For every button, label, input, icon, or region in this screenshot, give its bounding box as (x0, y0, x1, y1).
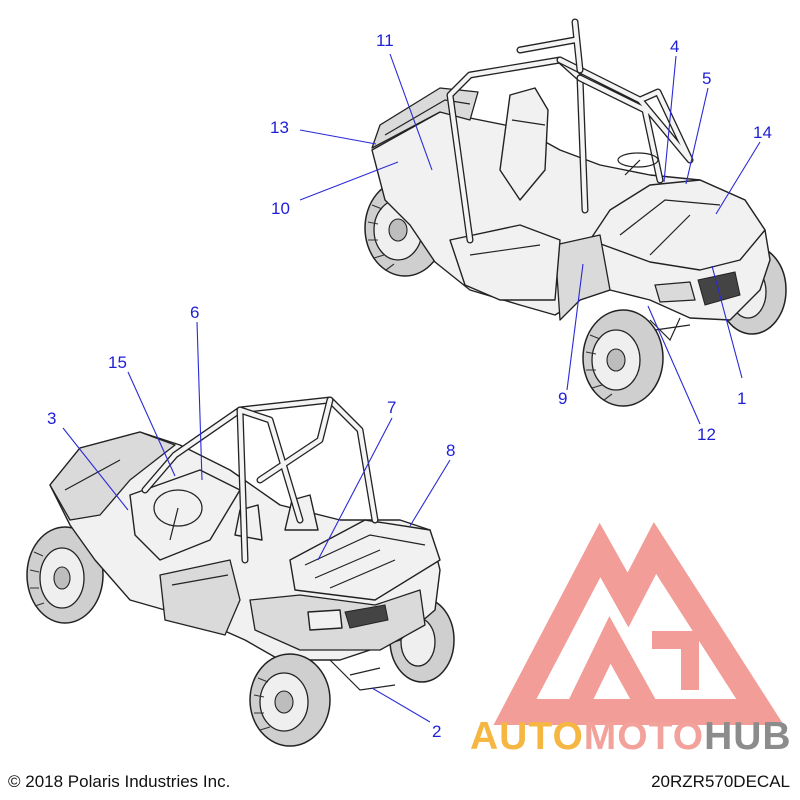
wheel-rear-near (249, 653, 331, 747)
leader-13 (299, 129, 377, 145)
callout-10: 10 (271, 199, 290, 218)
wheel-front-left (26, 526, 104, 624)
vehicle-view-front-right (364, 18, 787, 407)
callout-3: 3 (47, 409, 56, 428)
watermark-moto: MOTO (584, 715, 704, 758)
callout-2: 2 (432, 722, 441, 741)
callout-7: 7 (387, 398, 396, 417)
wheel-front-near (582, 309, 664, 407)
leader-12 (647, 305, 701, 425)
callout-5: 5 (702, 69, 711, 88)
copyright-notice: © 2018 Polaris Industries Inc. (8, 772, 231, 791)
leader-8 (409, 459, 451, 527)
callout-12: 12 (697, 425, 716, 444)
leader-2 (371, 687, 431, 723)
cargo-bed (289, 519, 441, 601)
front-grille (697, 271, 741, 306)
vehicle-view-rear-right (26, 396, 455, 747)
leader-11 (389, 53, 433, 171)
callout-4: 4 (670, 37, 679, 56)
watermark-text: AUTOMOTOHUB (470, 715, 792, 758)
drawing-id: 20RZR570DECAL (651, 772, 790, 791)
leader-1 (711, 265, 743, 379)
watermark-hub: HUB (704, 715, 792, 758)
leader-lines (62, 53, 761, 723)
leader-5 (685, 87, 709, 185)
leader-14 (715, 141, 761, 215)
callout-15: 15 (108, 353, 127, 372)
callout-11: 11 (376, 31, 394, 50)
leader-6 (196, 321, 203, 481)
watermark-auto: AUTO (470, 715, 584, 758)
callout-13: 13 (270, 118, 289, 137)
leader-15 (127, 371, 176, 477)
automotohub-watermark-logo (493, 522, 784, 725)
callout-9: 9 (558, 389, 567, 408)
callout-8: 8 (446, 441, 455, 460)
callout-14: 14 (753, 123, 772, 142)
leader-7 (317, 417, 393, 561)
callout-6: 6 (190, 303, 199, 322)
leader-10 (299, 161, 399, 201)
callout-labels: 1 2 3 4 5 6 7 8 9 10 11 12 13 14 15 (47, 31, 772, 741)
callout-1: 1 (737, 389, 746, 408)
leader-9 (566, 263, 584, 391)
leader-4 (663, 55, 677, 183)
leader-3 (62, 427, 129, 511)
